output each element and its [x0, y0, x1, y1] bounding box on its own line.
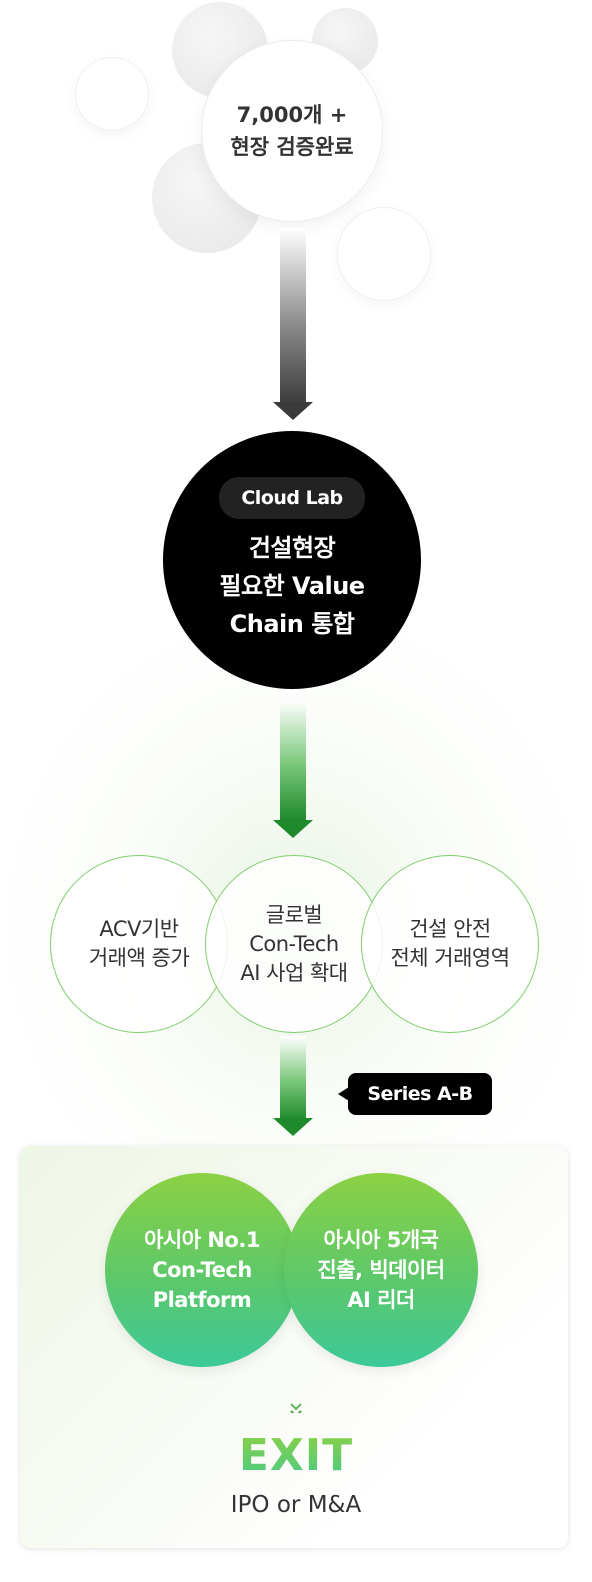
node-line: 7,000개 +: [236, 103, 348, 127]
flow-arrow-stem: [280, 700, 306, 820]
node-asia-no1-platform: 아시아 No.1 Con-Tech Platform: [105, 1173, 299, 1367]
cloud-lab-badge: Cloud Lab: [219, 477, 365, 519]
node-line: 아시아 5개국: [323, 1228, 439, 1252]
node-line: 아시아 No.1: [144, 1228, 260, 1252]
node-line: 진출, 빅데이터: [317, 1258, 445, 1282]
node-line: ACV기반: [99, 917, 179, 941]
exit-title: EXIT: [196, 1425, 396, 1485]
node-line: 필요한 Value: [219, 572, 365, 600]
node-cloud-lab: Cloud Lab 건설현장 필요한 Value Chain 통합: [163, 431, 421, 689]
decor-bubble: [338, 208, 430, 300]
node-construction-safety: 건설 안전 전체 거래영역: [361, 855, 539, 1033]
node-line: Platform: [152, 1288, 252, 1312]
node-line: Chain 통합: [229, 610, 355, 638]
node-line: 건설 안전: [409, 917, 491, 941]
node-line: 글로벌: [265, 902, 323, 927]
node-line: 현장 검증완료: [230, 135, 354, 159]
node-line: Con-Tech: [249, 931, 339, 956]
arrow-down-icon: [273, 820, 313, 838]
node-line: 건설현장: [248, 534, 336, 562]
node-global-contech: 글로벌 Con-Tech AI 사업 확대: [205, 855, 383, 1033]
arrow-down-icon: [273, 1118, 313, 1136]
node-line: 전체 거래영역: [390, 946, 510, 970]
arrow-down-icon: [273, 402, 313, 420]
node-line: AI 리더: [347, 1288, 415, 1312]
node-asia-5-countries: 아시아 5개국 진출, 빅데이터 AI 리더: [284, 1173, 478, 1367]
node-line: AI 사업 확대: [240, 960, 348, 985]
node-line: 거래액 증가: [88, 946, 190, 970]
series-tag-pointer: [338, 1087, 349, 1101]
exit-subtitle: IPO or M&A: [230, 1492, 362, 1518]
node-line: Con-Tech: [152, 1258, 252, 1282]
decor-bubble: [76, 58, 148, 130]
series-tag: Series A-B: [348, 1073, 492, 1115]
double-chevron-down-icon: [290, 1403, 302, 1413]
flow-arrow-stem: [280, 1036, 306, 1120]
node-field-verified: 7,000개 + 현장 검증완료: [202, 41, 382, 221]
goal-panel: [20, 1146, 568, 1548]
flow-arrow-stem: [280, 228, 306, 406]
node-acv-growth: ACV기반 거래액 증가: [50, 855, 228, 1033]
